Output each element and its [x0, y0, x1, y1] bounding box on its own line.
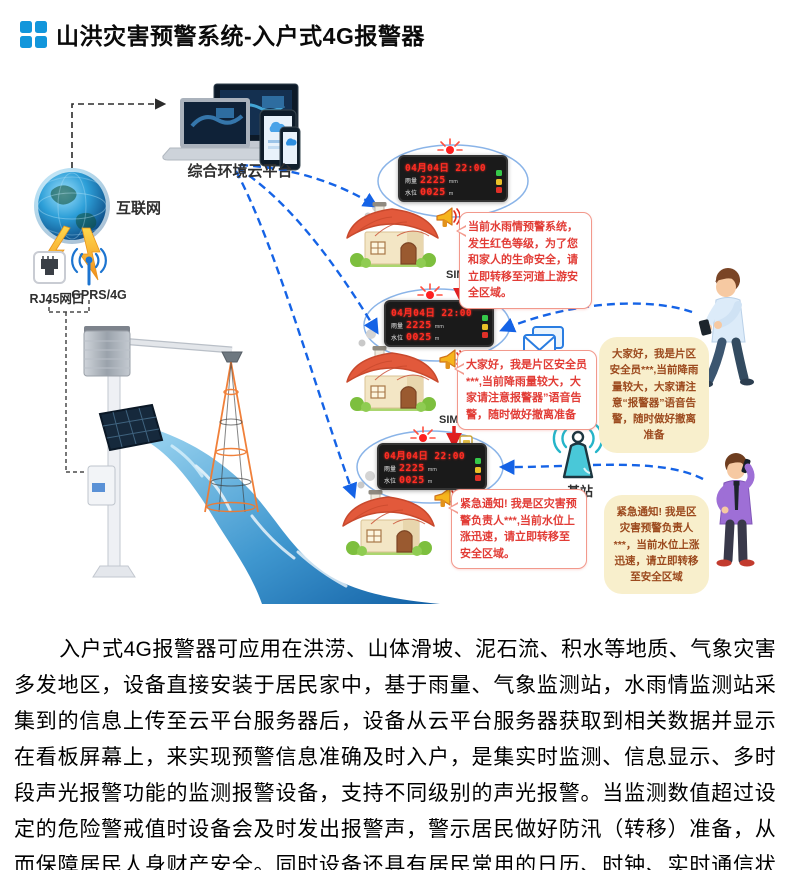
house-1	[346, 201, 439, 269]
monitoring-station	[83, 326, 259, 578]
radar-beam	[204, 361, 259, 513]
gprs-antenna-icon	[71, 247, 107, 286]
house1-voice-bubble: 当前水雨情预警系统，发生红色等级，为了您和家人的生命安全，请立即转移至河道上游安…	[456, 212, 592, 309]
base-station-icon	[552, 423, 604, 479]
lightning-bolt-left	[41, 225, 71, 281]
internet-to-cloud-link	[71, 98, 167, 168]
display-datetime: 04月04日 22:00	[405, 163, 486, 174]
water-value: 0025	[420, 187, 446, 198]
lightning-bolt-right	[79, 227, 101, 281]
internet-label: 互联网	[116, 200, 162, 217]
cloud-to-house3-arrow	[234, 170, 358, 499]
internet-globe-icon	[34, 168, 110, 244]
person2-to-house3-arrow	[498, 459, 704, 481]
person1-speech-bubble: 大家好，我是片区安全员***,当前降雨量较大，大家请注意“报警器”语音告警，随时…	[599, 337, 709, 453]
cloud-platform-label: 综合环境云平台	[187, 163, 293, 180]
person2-speech-bubble: 紧急通知! 我是区灾害预警负责人***，当前水位上涨迅速，请立即转移至安全区域	[604, 495, 709, 595]
house3-voice-bubble: 紧急通知! 我是区灾害预警负责人***,当前水位上涨迅速，请立即转移至安全区域。	[448, 489, 587, 569]
cloud-platform-devices	[162, 83, 301, 171]
rj45-port-icon	[33, 251, 66, 284]
warning-level-icons	[496, 170, 502, 193]
warning-level-icons	[482, 315, 488, 338]
page-header: 山洪灾害预警系统-入户式4G报警器	[20, 17, 425, 51]
station-uplink-wires	[48, 300, 90, 473]
rain-value: 2225	[420, 175, 446, 186]
rj45-label: RJ45网口	[29, 292, 85, 306]
house2-voice-bubble: 大家好，我是片区安全员***,当前降雨量较大，大家请注意报警器”语音告警，随时做…	[454, 350, 597, 430]
house-3	[342, 489, 435, 557]
gprs-label: GPRS/4G	[71, 288, 127, 302]
person-district-officer	[716, 453, 755, 567]
four-squares-icon	[20, 20, 47, 48]
warning-level-icons	[475, 458, 481, 481]
control-box	[87, 465, 116, 506]
rain-label: 雨量	[405, 179, 418, 185]
solar-panel	[98, 403, 164, 452]
page-title: 山洪灾害预警系统-入户式4G报警器	[56, 23, 425, 49]
cloud-to-house2-arrow	[237, 166, 379, 335]
product-description: 入户式4G报警器可应用在洪涝、山体滑坡、泥石流、积水等地质、气象灾害多发地区，设…	[14, 638, 776, 870]
house-2	[346, 345, 439, 413]
water-label: 水位	[405, 191, 418, 197]
